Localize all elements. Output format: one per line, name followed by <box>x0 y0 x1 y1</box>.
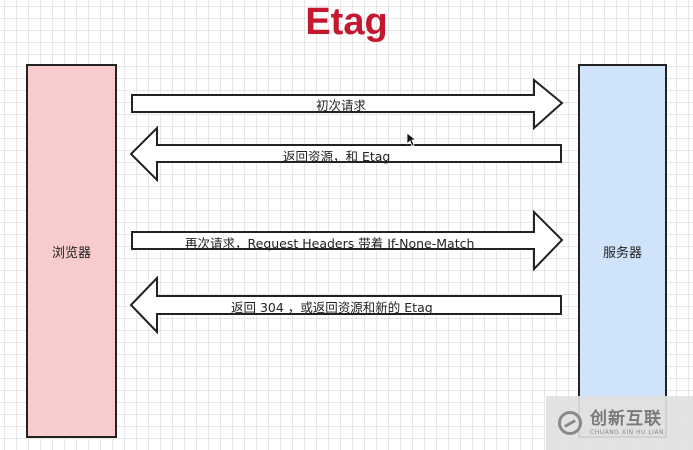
logo-icon <box>558 411 582 435</box>
arrow-label-3: 再次请求，Request Headers 带着 If-None-Match <box>185 236 475 251</box>
server-label: 服务器 <box>602 245 642 261</box>
arrow-label-4: 返回 304 ，或返回资源和新的 Etag <box>231 300 433 315</box>
watermark-main-text: 创新互联 <box>590 409 662 429</box>
watermark-sub-text: CHUANG XIN HU LIAN <box>590 429 665 436</box>
arrow-request-if-none-match <box>131 209 564 272</box>
arrow-request-initial <box>131 77 564 131</box>
browser-label: 浏览器 <box>51 245 91 261</box>
arrow-response-etag <box>129 125 562 183</box>
watermark-logo: 创新互联 CHUANG XIN HU LIAN <box>546 396 693 450</box>
browser-box: 浏览器 <box>26 64 117 438</box>
mouse-cursor-icon <box>407 133 417 147</box>
arrow-label-2: 返回资源，和 Etag <box>283 149 391 164</box>
arrow-label-1: 初次请求 <box>316 98 367 113</box>
server-box: 服务器 <box>578 64 667 438</box>
arrow-response-304 <box>129 275 562 335</box>
diagram-title: Etag <box>305 1 388 43</box>
